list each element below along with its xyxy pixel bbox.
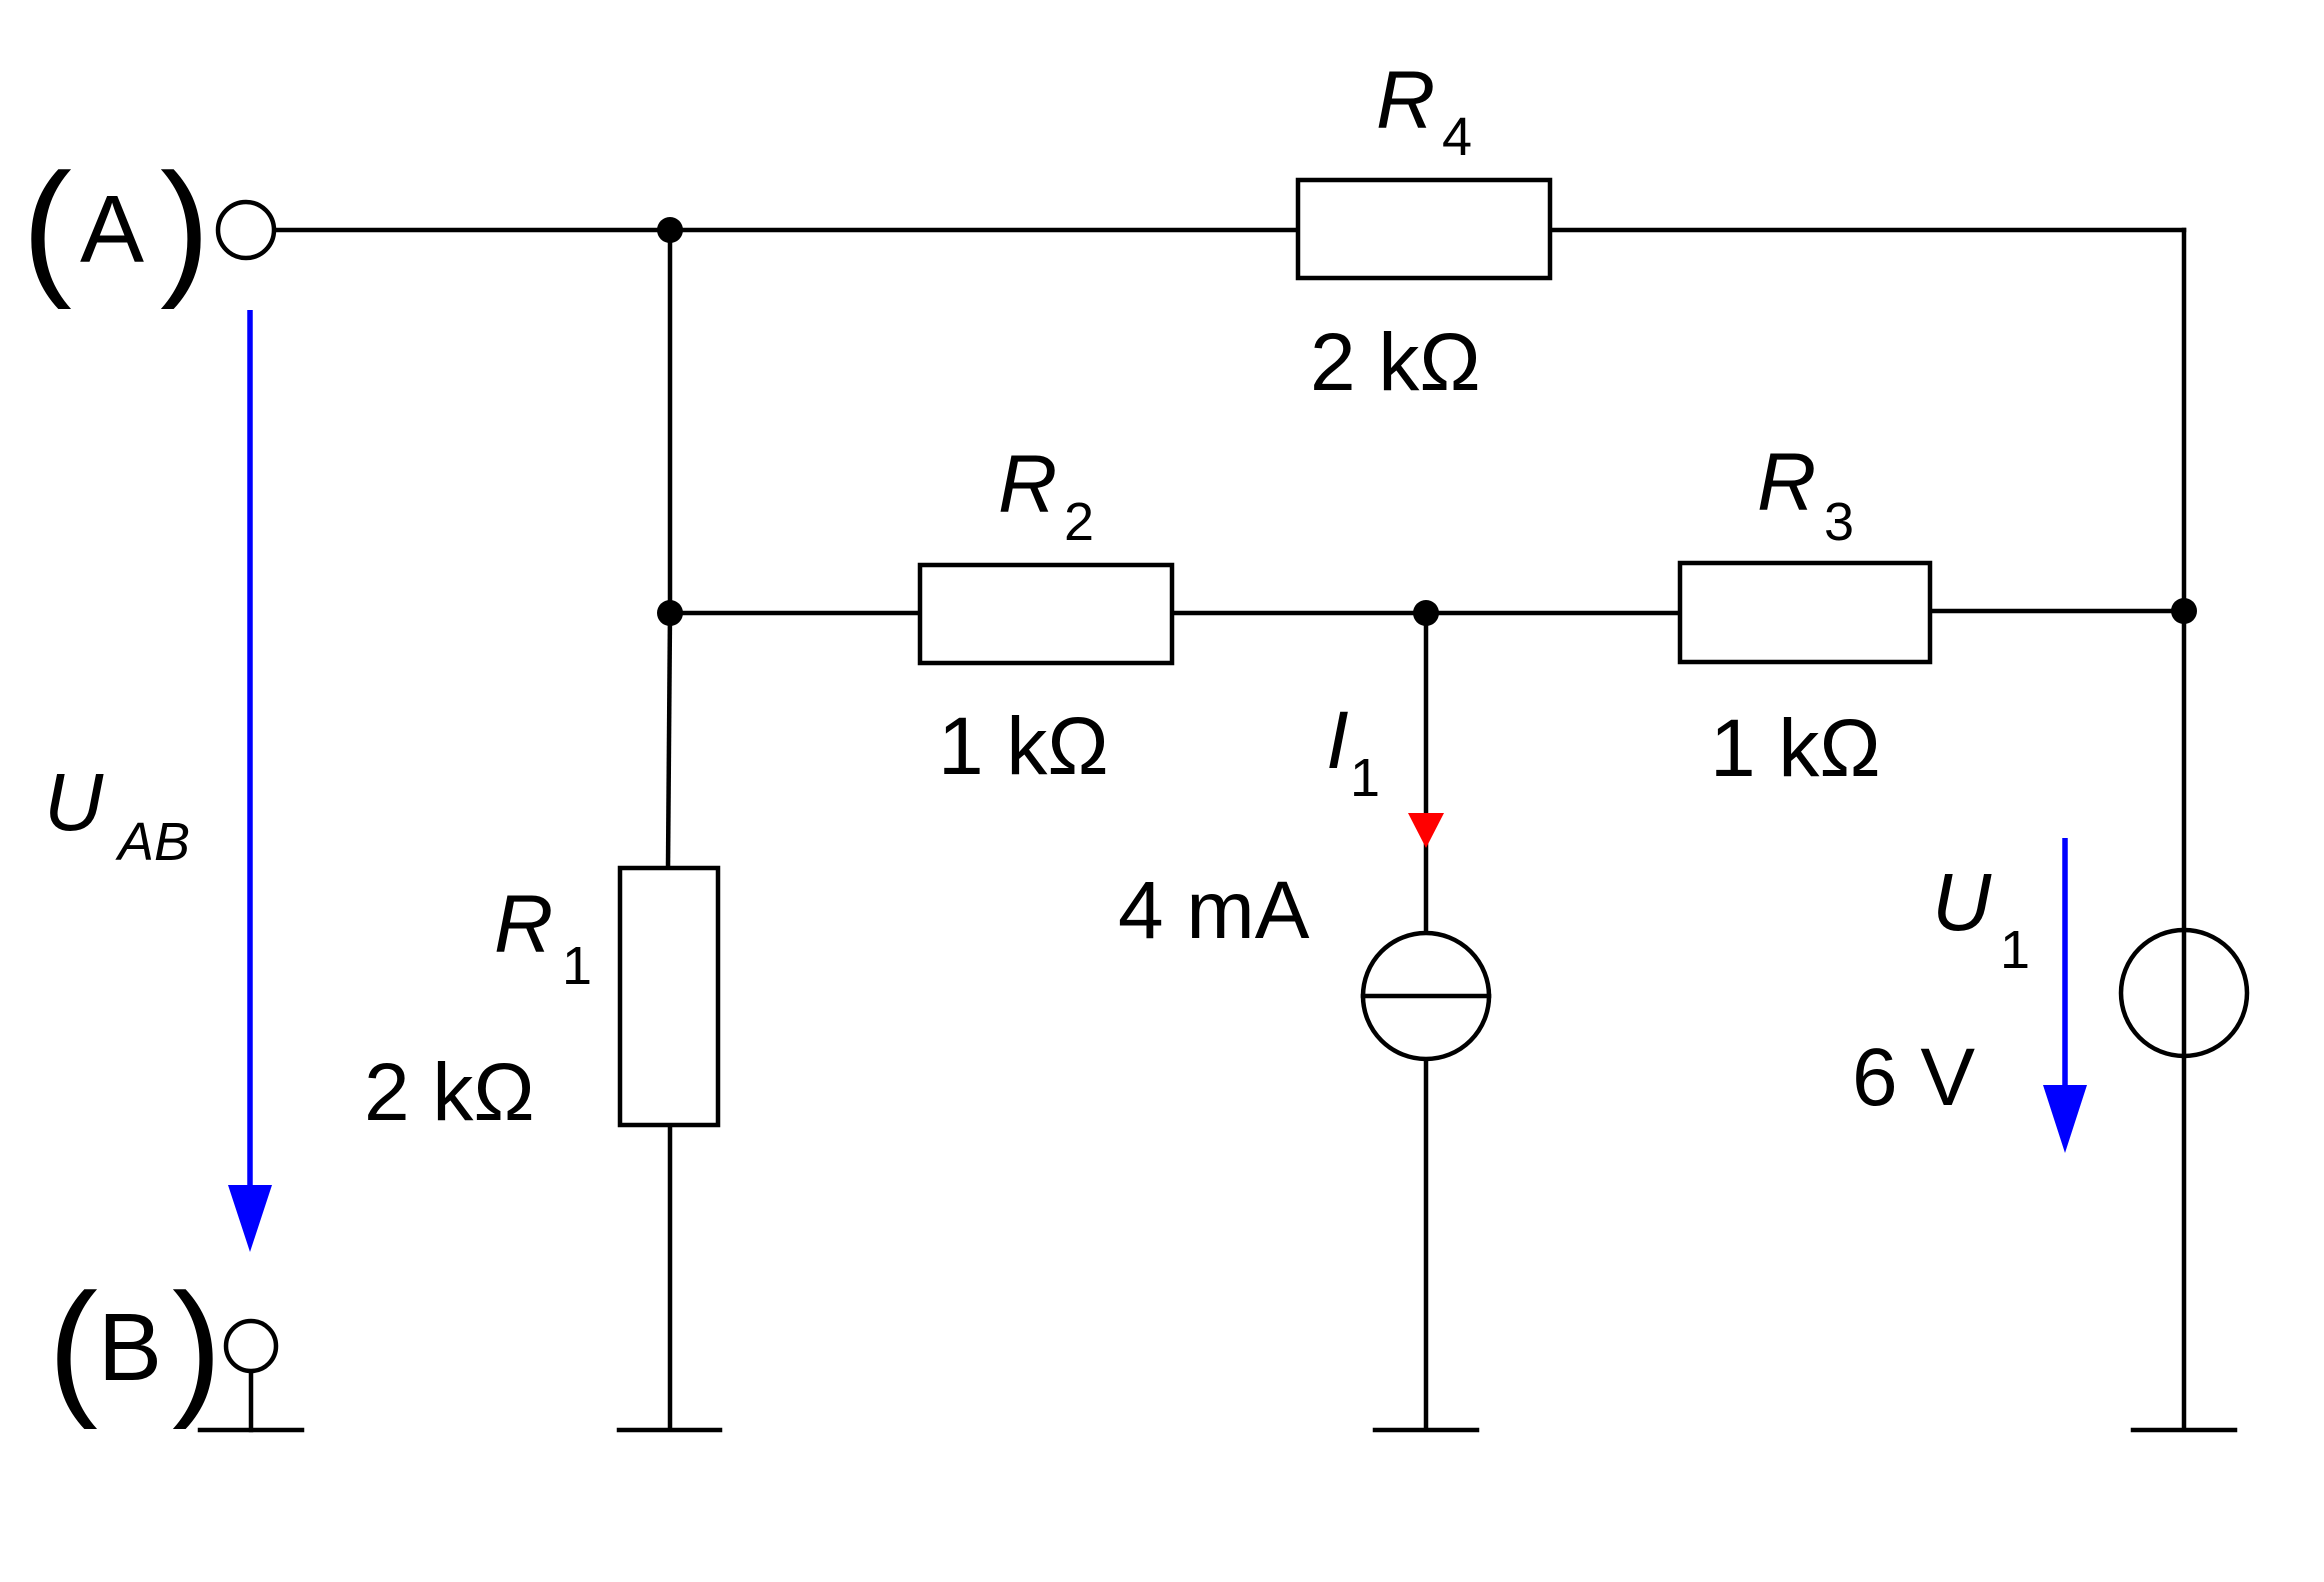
resistor-r1 (617, 865, 721, 1128)
r2-value: 1 kΩ (938, 701, 1109, 792)
r3-value: 1 kΩ (1710, 703, 1881, 794)
current-source-icon (1360, 930, 1492, 1062)
r4-symbol: R (1376, 55, 1435, 146)
voltage-source-icon (2118, 927, 2250, 1059)
current-arrow-i1 (1408, 813, 1444, 848)
r1-value: 2 kΩ (364, 1047, 535, 1138)
terminal-a-close-paren: ) (160, 142, 210, 310)
resistor-r3 (1677, 560, 1933, 665)
r4-value: 2 kΩ (1310, 317, 1481, 408)
terminal-icon (223, 1318, 279, 1374)
i1-symbol: I (1326, 695, 1349, 786)
r1-index: 1 (562, 936, 592, 996)
terminal-b-open-paren: ( (48, 1262, 98, 1430)
i1-value: 4 mA (1118, 865, 1310, 956)
terminal-a-open-paren: ( (22, 142, 72, 310)
r2-index: 2 (1064, 492, 1094, 552)
resistor-r4 (1295, 177, 1553, 281)
terminal-b-label: ( B ) (48, 1262, 222, 1430)
r2-symbol: R (998, 439, 1057, 530)
uab-index: AB (115, 812, 190, 872)
r3-index: 3 (1824, 492, 1854, 552)
junction-node (2171, 598, 2197, 624)
resistor-r2 (917, 562, 1175, 666)
voltage-arrow-u1 (2043, 838, 2087, 1153)
terminal-a-label: ( A ) (22, 142, 210, 310)
junction-node (1413, 600, 1439, 626)
r1-symbol: R (494, 879, 553, 970)
junction-node (657, 217, 683, 243)
terminal-b-name: B (98, 1294, 162, 1401)
junction-node (657, 600, 683, 626)
u1-symbol: U (1932, 857, 1992, 948)
terminal-icon (215, 199, 277, 261)
uab-symbol: U (44, 757, 104, 848)
u1-value: 6 V (1852, 1032, 1975, 1123)
u1-index: 1 (2000, 920, 2030, 980)
r4-index: 4 (1442, 107, 1472, 167)
terminal-b-close-paren: ) (172, 1262, 222, 1430)
wire-left-vertical-mid (665, 610, 673, 871)
i1-index: 1 (1350, 748, 1380, 808)
r3-symbol: R (1757, 437, 1816, 528)
terminal-a-name: A (80, 176, 144, 283)
wires (248, 227, 2187, 1433)
voltage-arrow-uab (228, 310, 272, 1252)
